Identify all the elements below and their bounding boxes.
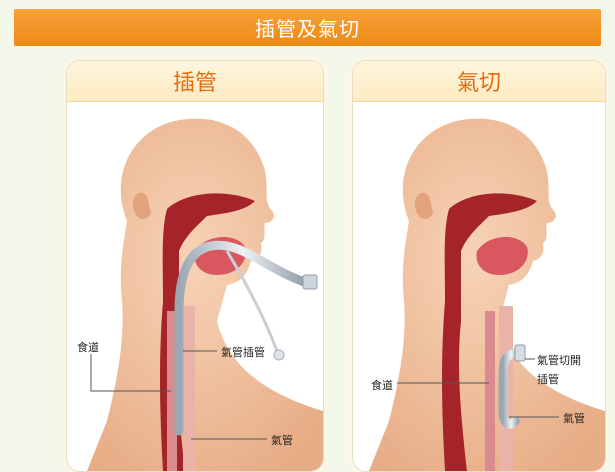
intubation-illustration [67, 61, 323, 471]
pilot-balloon [274, 350, 284, 360]
esophagus [485, 311, 495, 471]
trachea-label: 氣管 [563, 410, 585, 426]
esophagus-label: 食道 [371, 377, 393, 393]
trachea [183, 306, 195, 471]
tube-label-line2: 插管 [537, 371, 559, 387]
tube-label-line1: 氣管切開 [537, 352, 581, 368]
esophagus-label: 食道 [77, 339, 99, 355]
head-silhouette [87, 119, 323, 471]
tube-flange [515, 345, 525, 361]
tube-connector [303, 275, 317, 289]
tube-label: 氣管插管 [221, 344, 265, 360]
title-banner: 插管及氣切 [14, 9, 601, 46]
page-title: 插管及氣切 [255, 13, 360, 42]
tracheostomy-panel: 氣切 食道 氣管切開 插管 氣管 [352, 60, 606, 472]
intubation-panel: 插管 [66, 60, 324, 472]
trachea-label: 氣管 [271, 432, 293, 448]
